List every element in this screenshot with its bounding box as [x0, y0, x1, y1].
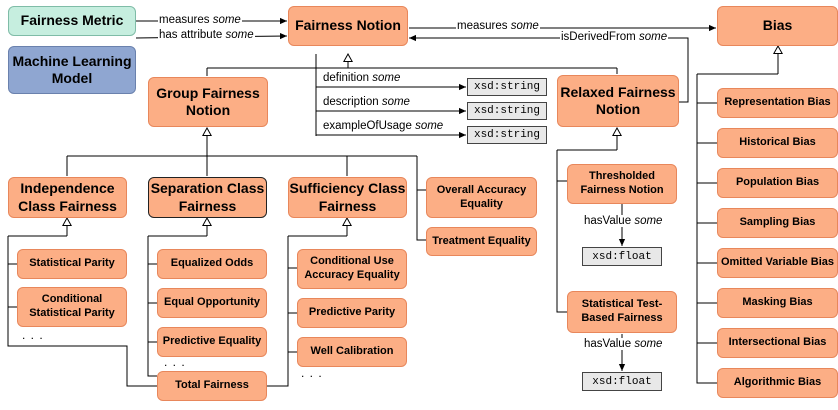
- node-label: Masking Bias: [742, 296, 813, 309]
- node-historical-bias[interactable]: Historical Bias: [717, 128, 838, 158]
- node-group-fairness-notion[interactable]: Group Fairness Notion: [148, 77, 268, 127]
- node-predictive-parity[interactable]: Predictive Parity: [297, 298, 407, 328]
- label-metric-measures: measures some: [158, 14, 242, 26]
- node-label: Total Fairness: [175, 379, 249, 392]
- node-label: Predictive Equality: [162, 335, 262, 348]
- node-label: Population Bias: [735, 176, 820, 189]
- label-hasvalue-stattest: hasValue some: [583, 338, 664, 350]
- label-definition: definition some: [323, 72, 401, 84]
- literal-xsd-string-definition: xsd:string: [467, 78, 547, 96]
- ellipsis-sufficiency: . . .: [301, 366, 323, 380]
- literal-xsd-string-example: xsd:string: [467, 126, 547, 144]
- node-sampling-bias[interactable]: Sampling Bias: [717, 208, 838, 238]
- node-predictive-equality[interactable]: Predictive Equality: [157, 327, 267, 357]
- node-label: Algorithmic Bias: [733, 376, 822, 389]
- node-label: Statistical Parity: [29, 257, 115, 270]
- node-algorithmic-bias[interactable]: Algorithmic Bias: [717, 368, 838, 398]
- node-label: Historical Bias: [739, 136, 816, 149]
- node-label: Fairness Notion: [295, 17, 401, 34]
- node-independence-class-fairness[interactable]: Independence Class Fairness: [8, 177, 127, 218]
- node-machine-learning-model[interactable]: Machine Learning Model: [8, 46, 136, 94]
- node-label: Equalized Odds: [170, 257, 254, 270]
- node-overall-accuracy-equality[interactable]: Overall Accuracy Equality: [426, 177, 537, 218]
- node-label: Intersectional Bias: [728, 336, 827, 349]
- node-label: Predictive Parity: [308, 306, 396, 319]
- literal-xsd-float-thresholded: xsd:float: [582, 247, 662, 266]
- node-population-bias[interactable]: Population Bias: [717, 168, 838, 198]
- label-description: description some: [323, 96, 410, 108]
- node-fairness-notion[interactable]: Fairness Notion: [288, 6, 408, 46]
- node-label: Separation Class Fairness: [150, 180, 265, 214]
- node-masking-bias[interactable]: Masking Bias: [717, 288, 838, 318]
- node-sufficiency-class-fairness[interactable]: Sufficiency Class Fairness: [288, 177, 407, 218]
- node-label: Sampling Bias: [739, 216, 816, 229]
- node-label: Omitted Variable Bias: [720, 256, 835, 269]
- node-fairness-metric[interactable]: Fairness Metric: [8, 6, 136, 36]
- node-treatment-equality[interactable]: Treatment Equality: [426, 227, 537, 256]
- node-thresholded-fairness-notion[interactable]: Thresholded Fairness Notion: [567, 164, 677, 204]
- node-label: Machine Learning Model: [12, 52, 132, 87]
- node-conditional-use-accuracy-equality[interactable]: Conditional Use Accuracy Equality: [297, 249, 407, 289]
- edge-relaxed-derived: [409, 34, 689, 103]
- literal-xsd-string-description: xsd:string: [467, 102, 547, 120]
- node-label: Sufficiency Class Fairness: [289, 180, 406, 214]
- node-label: Statistical Test-Based Fairness: [581, 298, 663, 324]
- node-label: Bias: [762, 17, 793, 34]
- node-label: Well Calibration: [310, 345, 394, 358]
- node-statistical-parity[interactable]: Statistical Parity: [17, 249, 127, 279]
- label-hasvalue-thresholded: hasValue some: [583, 215, 664, 227]
- node-label: Group Fairness Notion: [156, 84, 260, 119]
- ellipsis-independence: . . .: [22, 328, 44, 342]
- node-bias[interactable]: Bias: [717, 6, 838, 46]
- node-intersectional-bias[interactable]: Intersectional Bias: [717, 328, 838, 358]
- node-label: Fairness Metric: [20, 12, 124, 29]
- node-statistical-test-based-fairness[interactable]: Statistical Test-Based Fairness: [567, 291, 677, 333]
- node-relaxed-fairness-notion[interactable]: Relaxed Fairness Notion: [557, 75, 679, 127]
- node-label: Conditional Use Accuracy Equality: [304, 255, 400, 281]
- label-example-of-usage: exampleOfUsage some: [323, 120, 444, 132]
- node-label: Overall Accuracy Equality: [436, 183, 527, 210]
- node-label: Representation Bias: [724, 96, 831, 109]
- label-model-has-attribute: has attribute some: [158, 29, 255, 41]
- literal-xsd-float-stattest: xsd:float: [582, 372, 662, 391]
- node-label: Independence Class Fairness: [18, 180, 117, 214]
- node-label: Conditional Statistical Parity: [29, 293, 115, 319]
- node-label: Thresholded Fairness Notion: [580, 170, 664, 196]
- node-equal-opportunity[interactable]: Equal Opportunity: [157, 288, 267, 318]
- node-conditional-statistical-parity[interactable]: Conditional Statistical Parity: [17, 287, 127, 327]
- node-separation-class-fairness[interactable]: Separation Class Fairness: [148, 177, 267, 218]
- label-notion-measures-bias: measures some: [456, 20, 540, 32]
- ellipsis-separation: . . .: [164, 355, 186, 369]
- node-representation-bias[interactable]: Representation Bias: [717, 88, 838, 118]
- node-well-calibration[interactable]: Well Calibration: [297, 337, 407, 367]
- label-is-derived-from: isDerivedFrom some: [560, 31, 669, 43]
- node-label: Treatment Equality: [432, 234, 531, 247]
- node-label: Relaxed Fairness Notion: [560, 83, 676, 118]
- node-label: Equal Opportunity: [164, 296, 260, 309]
- node-omitted-variable-bias[interactable]: Omitted Variable Bias: [717, 248, 838, 278]
- node-total-fairness[interactable]: Total Fairness: [157, 371, 267, 401]
- node-equalized-odds[interactable]: Equalized Odds: [157, 249, 267, 279]
